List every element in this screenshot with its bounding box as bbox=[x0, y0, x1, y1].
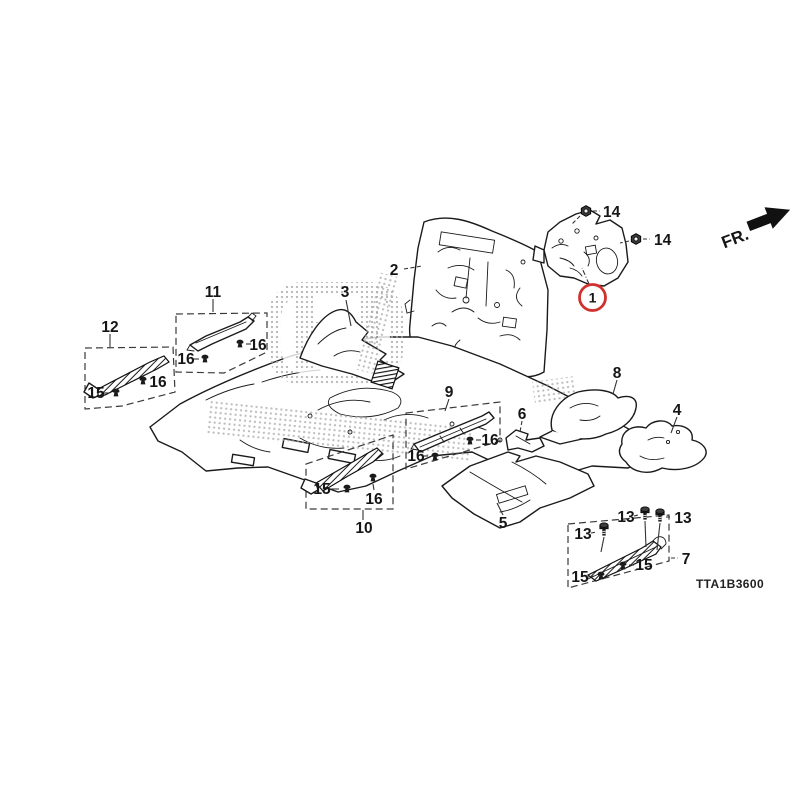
svg-text:10: 10 bbox=[355, 520, 372, 537]
group-box-10 bbox=[300, 434, 394, 510]
svg-text:15: 15 bbox=[313, 481, 331, 498]
sill-garnish-11 bbox=[186, 312, 257, 352]
svg-text:5: 5 bbox=[499, 515, 508, 532]
group-box-12 bbox=[83, 346, 176, 410]
callout-13-left: 13 bbox=[574, 526, 598, 543]
callout-16-box11-left: 16 bbox=[177, 351, 195, 368]
callout-16-box9-left: 16 bbox=[407, 448, 425, 465]
part-1-dash-insulator-outer bbox=[532, 209, 629, 287]
svg-text:16: 16 bbox=[177, 351, 195, 368]
nut-icon bbox=[630, 233, 642, 245]
callout-15-box10: 15 bbox=[313, 481, 331, 498]
callout-1-label: 1 bbox=[589, 290, 597, 306]
callout-5: 5 bbox=[496, 502, 508, 532]
svg-text:15: 15 bbox=[571, 569, 589, 586]
callout-14-top: 14 bbox=[603, 204, 621, 221]
part-4-floor-insulator bbox=[618, 420, 707, 473]
group-box-11 bbox=[175, 312, 268, 374]
svg-text:16: 16 bbox=[149, 374, 167, 391]
callout-9: 9 bbox=[444, 384, 454, 412]
svg-text:12: 12 bbox=[101, 319, 118, 336]
svg-text:13: 13 bbox=[674, 510, 692, 527]
callout-8: 8 bbox=[612, 365, 622, 395]
callout-15-box12: 15 bbox=[87, 385, 105, 402]
svg-text:2: 2 bbox=[390, 262, 399, 279]
callout-1: 1 bbox=[578, 267, 607, 312]
svg-text:6: 6 bbox=[518, 406, 527, 423]
sill-garnish-12 bbox=[83, 355, 170, 399]
svg-text:16: 16 bbox=[481, 432, 499, 449]
svg-text:13: 13 bbox=[574, 526, 592, 543]
highlight-circle bbox=[578, 283, 607, 312]
callout-15-box7-left: 15 bbox=[571, 569, 589, 586]
svg-text:16: 16 bbox=[249, 337, 267, 354]
callout-4: 4 bbox=[670, 402, 682, 434]
callout-13-mid: 13 bbox=[617, 509, 639, 526]
svg-text:14: 14 bbox=[654, 232, 672, 249]
svg-text:13: 13 bbox=[617, 509, 635, 526]
callout-7: 7 bbox=[671, 551, 690, 568]
group-box-7 bbox=[567, 506, 670, 589]
svg-text:15: 15 bbox=[635, 557, 653, 574]
svg-text:16: 16 bbox=[407, 448, 425, 465]
callout-13-right: 13 bbox=[666, 510, 692, 527]
callout-16-box9-right: 16 bbox=[481, 432, 499, 449]
callout-15-box7-mid: 15 bbox=[635, 557, 653, 574]
svg-text:16: 16 bbox=[365, 491, 383, 508]
svg-text:14: 14 bbox=[603, 204, 621, 221]
fr-arrow-icon bbox=[746, 207, 791, 232]
callout-12: 12 bbox=[101, 319, 119, 347]
svg-text:7: 7 bbox=[682, 551, 691, 568]
part-6-bracket bbox=[505, 429, 545, 453]
sill-garnish-9 bbox=[410, 411, 495, 453]
callout-10: 10 bbox=[355, 510, 373, 537]
svg-text:15: 15 bbox=[87, 385, 105, 402]
callout-2: 2 bbox=[390, 262, 423, 279]
callout-3: 3 bbox=[341, 284, 352, 327]
nut-icon bbox=[580, 205, 592, 217]
svg-text:3: 3 bbox=[341, 284, 350, 301]
sill-garnish-10 bbox=[300, 447, 384, 495]
svg-text:11: 11 bbox=[205, 284, 222, 301]
part-5-rear-floor-mat bbox=[441, 451, 595, 529]
group-box-9 bbox=[405, 401, 501, 470]
svg-text:8: 8 bbox=[613, 365, 622, 382]
svg-text:9: 9 bbox=[445, 384, 454, 401]
callout-16-box10: 16 bbox=[365, 491, 383, 508]
diagram-code: TTA1B3600 bbox=[696, 577, 764, 591]
callout-6: 6 bbox=[518, 406, 527, 433]
callout-16-box11-right: 16 bbox=[249, 337, 267, 354]
part-8-floor-insulator bbox=[539, 389, 637, 445]
part-3-tunnel-mat bbox=[299, 308, 405, 390]
callout-14-bottom: 14 bbox=[654, 232, 672, 249]
callout-16-box12: 16 bbox=[149, 374, 167, 391]
callout-11: 11 bbox=[205, 284, 222, 312]
svg-text:4: 4 bbox=[673, 402, 682, 419]
